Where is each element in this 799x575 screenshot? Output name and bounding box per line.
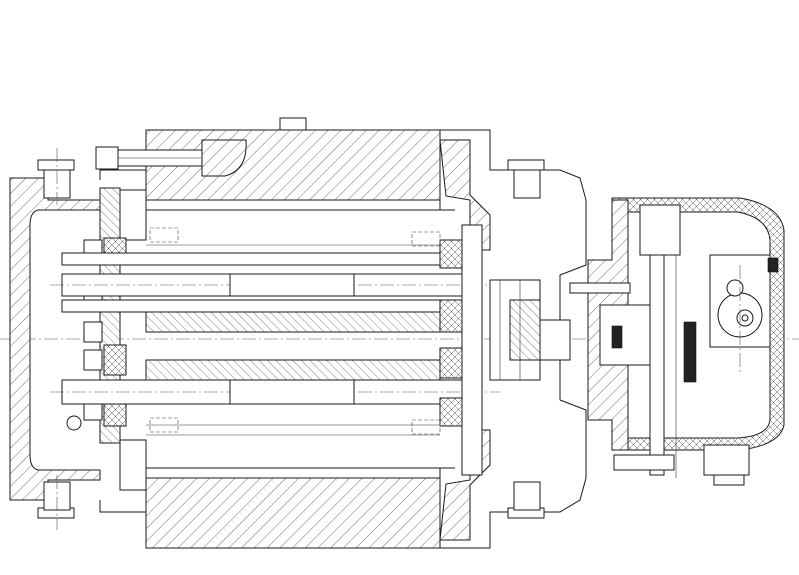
left-bearing-assembly [66, 187, 179, 491]
top-bolt [95, 139, 247, 177]
shafts [50, 252, 500, 405]
gearbox-housing [569, 197, 785, 486]
right-bearing-assembly [411, 224, 483, 476]
rotor-bore [130, 209, 455, 469]
stator-yoke [145, 117, 441, 549]
left-end-housing [9, 148, 101, 530]
right-end-plate [439, 139, 545, 541]
coupling [489, 279, 571, 381]
